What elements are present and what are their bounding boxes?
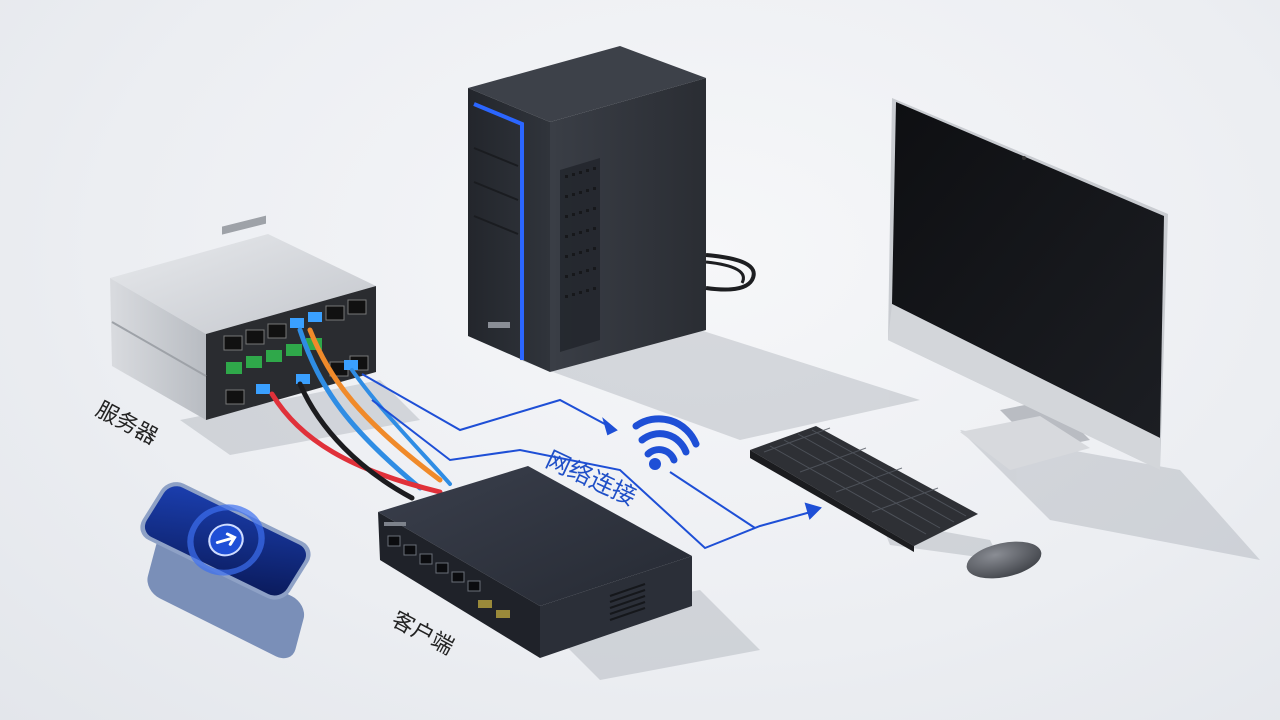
tower-vent	[565, 167, 596, 298]
keyboard-keys	[763, 427, 967, 535]
cables	[269, 327, 452, 501]
tower-pc	[468, 46, 756, 372]
switch-vent	[609, 583, 646, 621]
switch-ports	[387, 535, 481, 592]
network-switch	[378, 466, 692, 658]
mouse	[966, 541, 1042, 579]
keyboard	[750, 426, 978, 552]
monitor	[888, 98, 1168, 470]
arrow-icon	[215, 532, 237, 546]
network-flow-lines	[361, 373, 822, 550]
smartphone	[140, 482, 311, 659]
wifi-icon	[632, 415, 700, 470]
rack-server	[110, 215, 376, 420]
rack-ports	[223, 299, 369, 405]
